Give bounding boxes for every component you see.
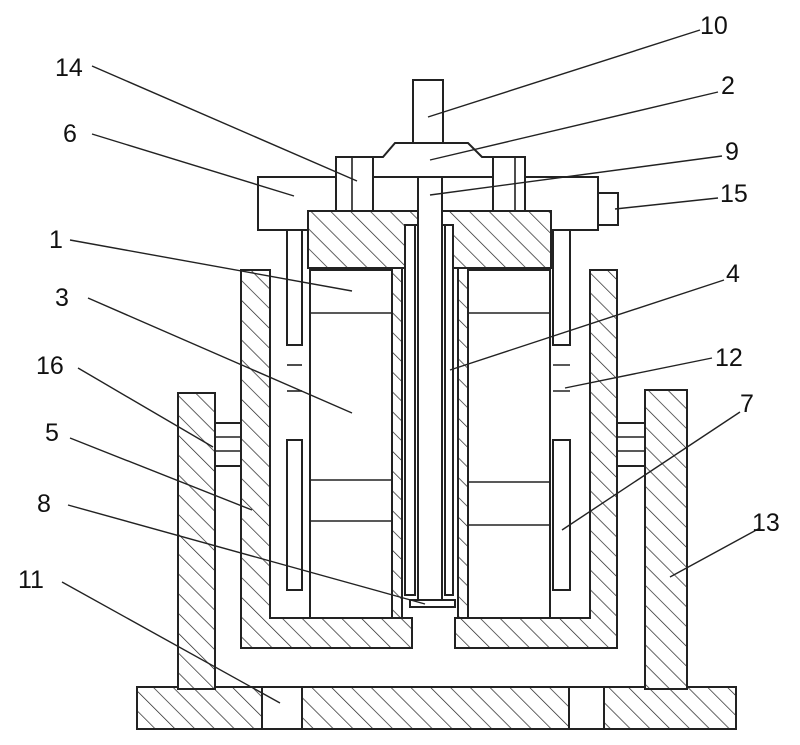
label-4: 4 [726,260,740,288]
spacer-blocks [214,422,646,467]
left-stack [309,269,393,619]
support-legs [286,229,571,591]
right-stack [467,269,551,619]
label-5: 5 [45,419,59,447]
label-7: 7 [740,390,754,418]
label-2: 2 [721,72,735,100]
outer-housing [177,389,688,690]
label-14: 14 [55,54,83,82]
base-plate [136,686,737,730]
label-9: 9 [725,138,739,166]
label-1: 1 [49,226,63,254]
label-6: 6 [63,120,77,148]
label-3: 3 [55,284,69,312]
label-15: 15 [720,180,748,208]
label-13: 13 [752,509,780,537]
label-16: 16 [36,352,64,380]
label-11: 11 [18,566,44,594]
label-12: 12 [715,344,743,372]
label-10: 10 [700,12,728,40]
label-8: 8 [37,490,51,518]
inner-cup [240,269,618,649]
leader-lines [61,29,761,704]
